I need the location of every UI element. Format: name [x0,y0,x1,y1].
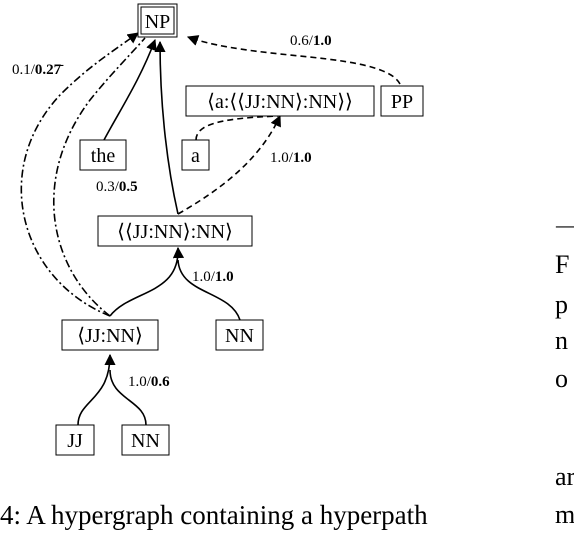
node-nn-mid-label: NN [225,325,254,347]
edge-jjnn-to-jjnnnn [109,246,185,317]
node-the: the [79,139,127,171]
edge-a-to-a-node [195,115,279,141]
edge-the-to-np [103,38,157,141]
edge-jjnn-to-np-inner [52,37,146,317]
figure-caption: 4: A hypergraph containing a hyperpath [0,500,428,530]
node-jjnn: ⟨JJ:NN⟩ [61,319,159,351]
node-the-label: the [91,145,116,167]
node-pp: PP [380,85,424,117]
node-jjnn-nn: ⟨⟨JJ:NN⟩:NN⟩ [97,215,253,247]
right-column-line-1: F [555,250,570,279]
edge-jjnn-to-np-outer [20,32,139,317]
right-column-line-4: o [555,364,568,393]
node-nn-mid: NN [215,319,264,351]
node-a-jjnn-nn-label: ⟨a:⟨⟨JJ:NN⟩:NN⟩⟩ [207,91,353,113]
edge-jjnnnn-to-a-node [177,114,281,215]
node-jjnn-label: ⟨JJ:NN⟩ [77,325,143,347]
node-nn-bottom-label: NN [131,430,160,452]
edge-pp-to-np [186,35,401,85]
right-column-line-6: m [555,500,574,529]
right-column-dash: — [556,212,574,238]
weight-a: 1.0/1.0 [270,150,312,166]
weight-left: 0.1/0.27̄ [12,62,64,78]
weight-pp: 0.6/1.0 [290,33,332,49]
node-pp-label: PP [391,91,413,113]
right-column-line-2: p [555,290,568,319]
right-column-line-5: ar [555,462,574,491]
weight-mid: 1.0/1.0 [192,269,234,285]
edge-jj-to-jjnn [77,353,116,426]
node-a-jjnn-nn: ⟨a:⟨⟨JJ:NN⟩:NN⟩⟩ [185,85,375,117]
edge-nn-to-jjnnnn [177,259,241,321]
node-np: NP [137,3,178,38]
node-np-label: NP [145,11,171,33]
node-jj: JJ [55,424,95,456]
node-nn-bottom: NN [121,424,170,456]
edge-jjnnnn-to-np [154,40,179,215]
edge-nn-to-jjnn [109,369,147,426]
weight-the: 0.3/0.5 [96,179,138,195]
node-a: a [181,139,210,171]
node-jjnn-nn-label: ⟨⟨JJ:NN⟩:NN⟩ [117,221,233,243]
weight-low: 1.0/0.6 [128,374,170,390]
node-a-label: a [191,145,200,167]
right-column-line-3: n [555,326,568,355]
node-jj-label: JJ [67,430,83,452]
